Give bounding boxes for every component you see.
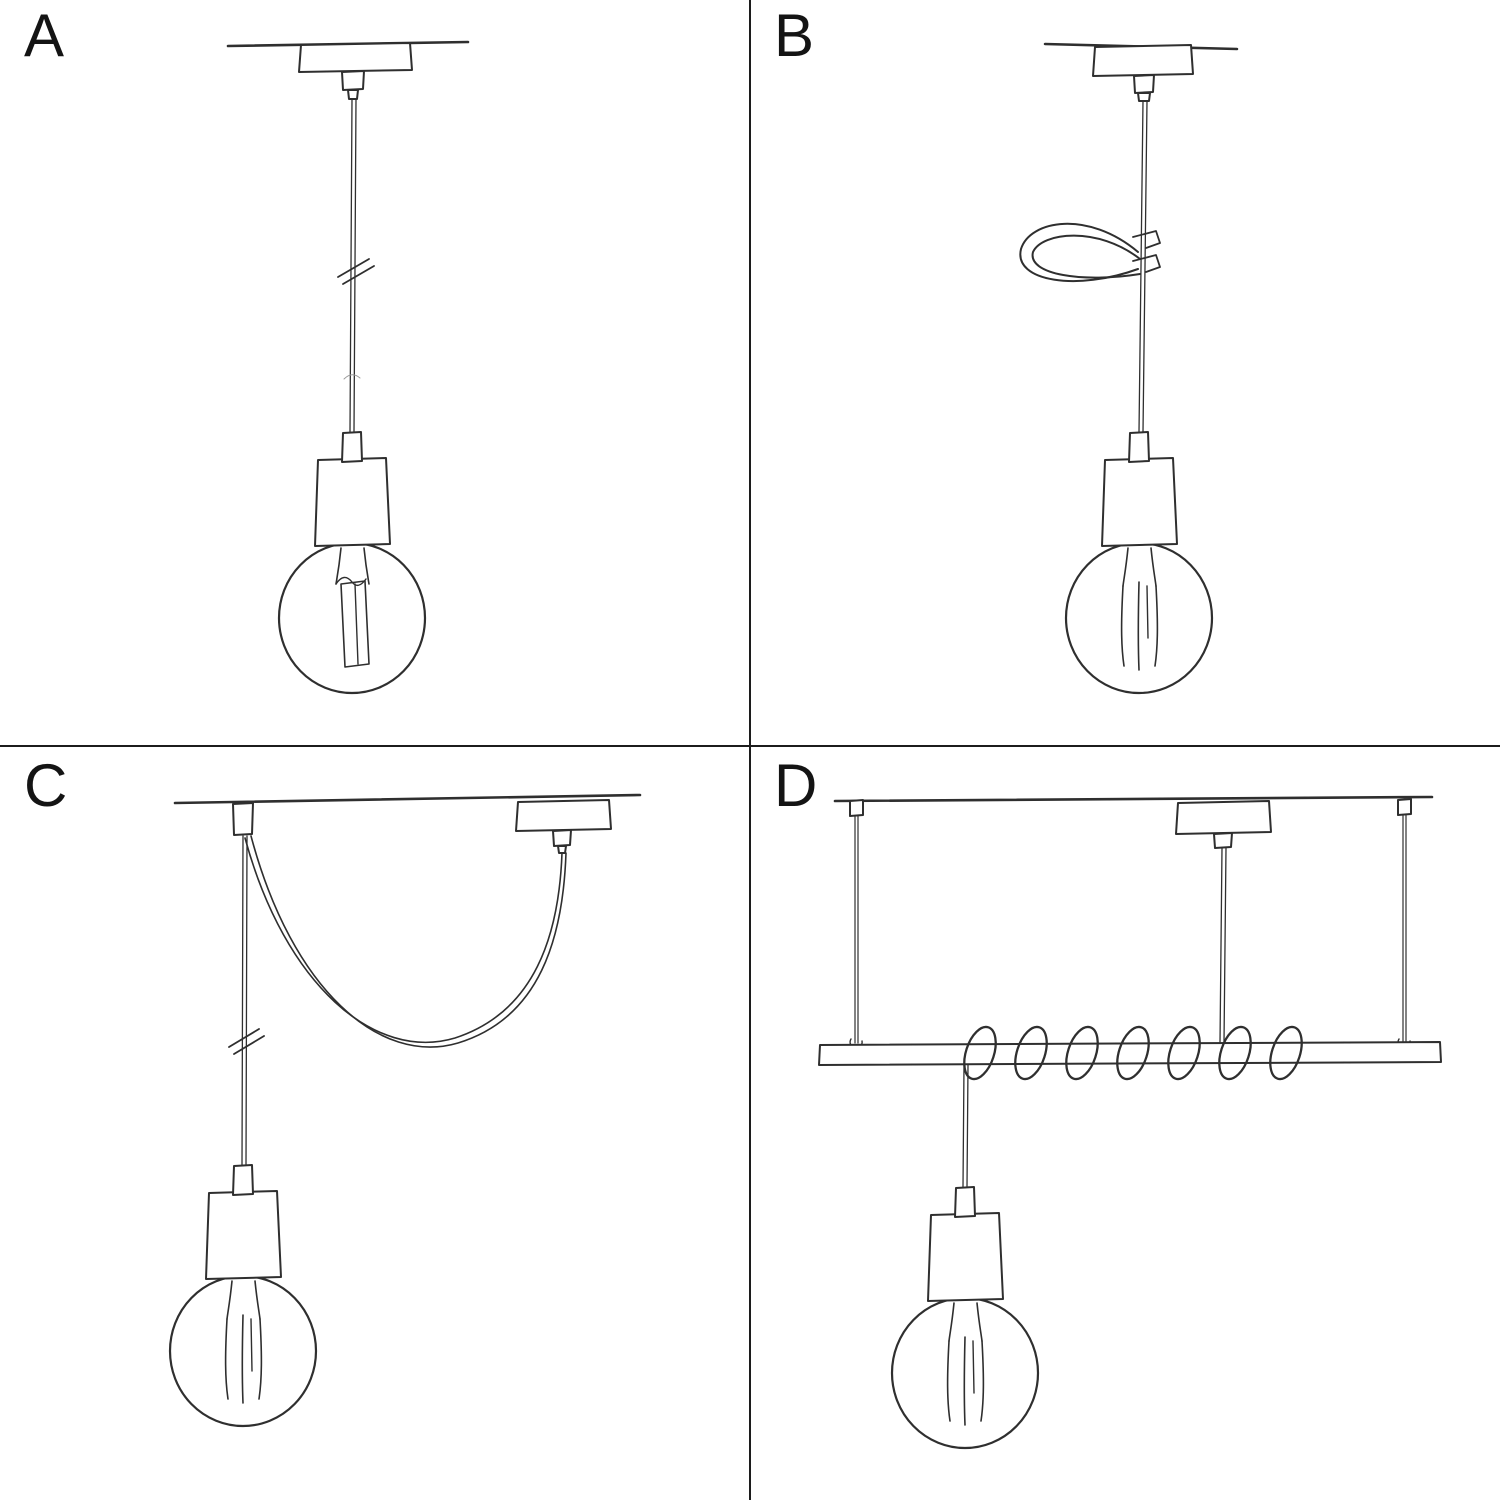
pendant-cable [349,98,357,433]
ceiling-line [173,793,642,805]
sketch-d-coiled-bar-pendant [818,795,1442,1450]
clip-hook-lower [1132,254,1161,273]
cable-length-break-marks [228,1028,265,1055]
cable-tie-loop [1019,222,1161,283]
panel-a: A [0,0,750,750]
panel-b: B [750,0,1500,750]
light-bulb-and-holder [277,430,427,695]
rose-drop-cable [1219,847,1227,1044]
pendant-cable [962,1064,969,1188]
panel-b-label: B [774,2,816,69]
ceiling-rose [298,42,413,100]
left-suspension-cable [849,799,864,1049]
horizontal-divider [0,745,1500,747]
clip-hook-upper [1132,230,1161,249]
panel-d: D [750,750,1500,1500]
pendant-cable [1138,100,1148,433]
ceiling-line [833,795,1434,803]
light-bulb-and-holder [168,1163,318,1428]
ceiling-rose [515,799,612,854]
swag-cable [244,835,567,1048]
cable-length-break-marks [337,258,375,285]
pendant-cable [241,835,248,1166]
swag-hook [232,802,254,836]
vertical-divider [749,0,751,1500]
panel-c-label: C [24,752,69,819]
coiled-cable [963,1025,1303,1081]
panel-d-label: D [774,752,819,819]
sketch-c-swag-pendant [168,793,642,1428]
light-bulb-and-holder [1064,430,1214,695]
panel-a-label: A [24,2,66,69]
sketch-a-pendant-straight [226,40,470,695]
ceiling-rose [1092,44,1194,102]
light-bulb-and-holder [890,1185,1040,1450]
sketch-smudge [343,374,361,380]
ceiling-rose [1175,800,1272,849]
panel-c: C [0,750,750,1500]
sketch-b-pendant-cable-tie [1019,42,1239,695]
wooden-bar [818,1041,1442,1066]
right-suspension-cable [1397,798,1412,1049]
